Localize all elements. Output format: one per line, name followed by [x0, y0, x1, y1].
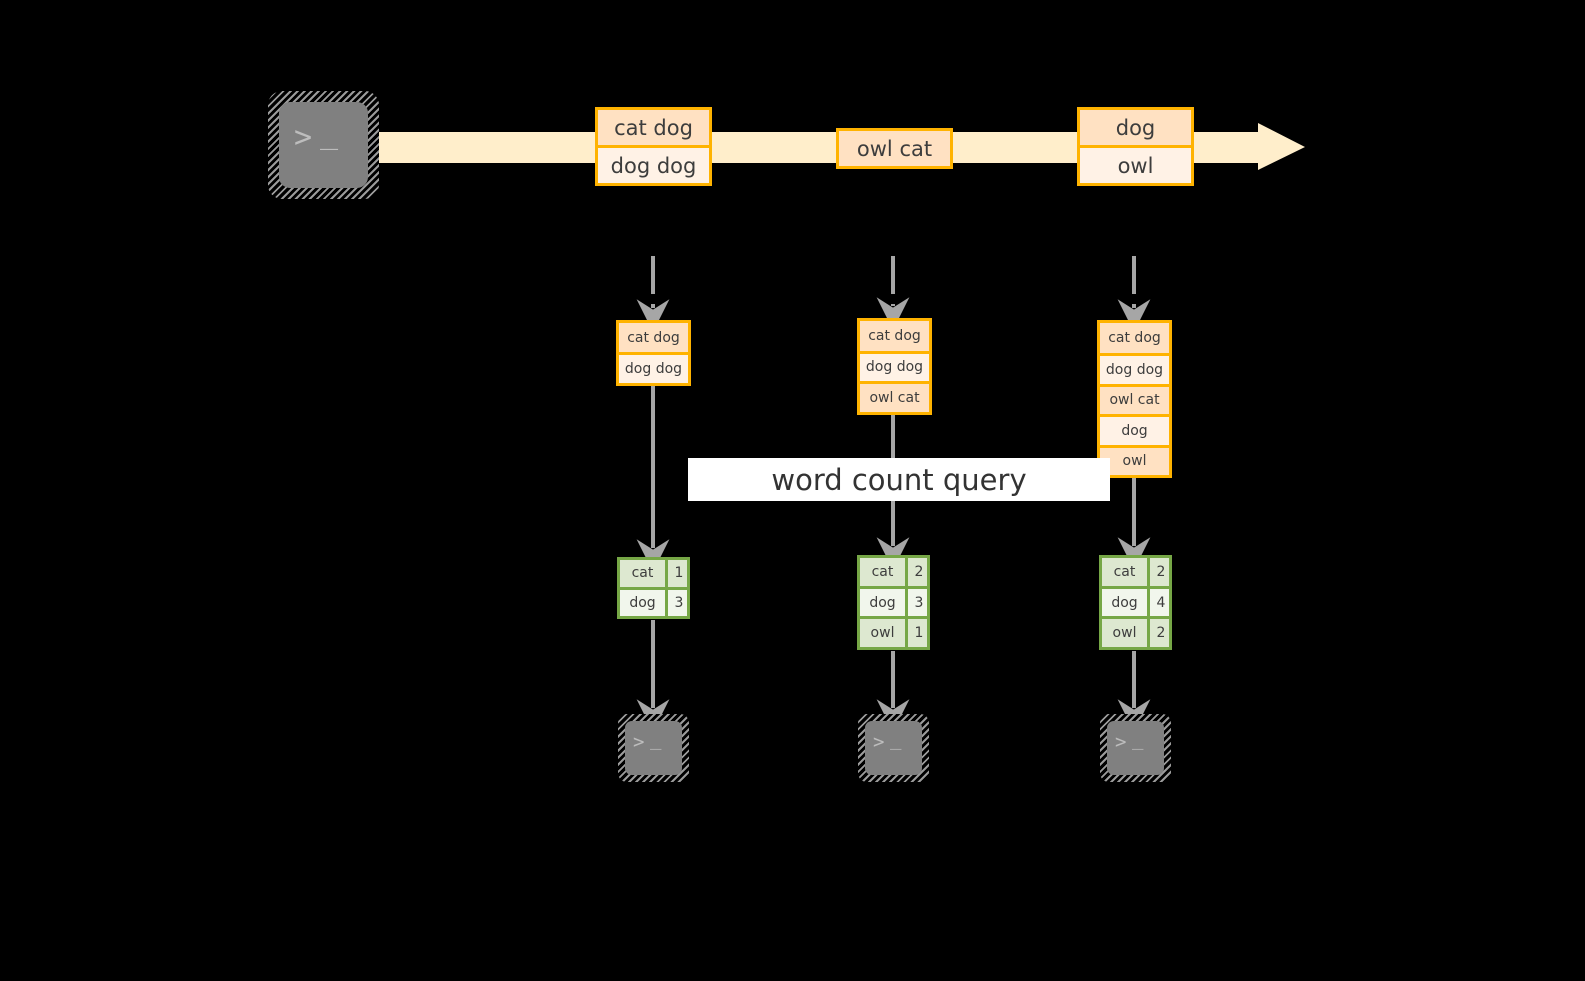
snapshot-line: dog dog	[860, 350, 929, 381]
terminal-cursor-glyph: _	[890, 728, 902, 750]
stream-arrow	[1194, 123, 1305, 170]
snapshot-3-messages[interactable]: cat dog dog dog owl cat dog owl	[1097, 320, 1172, 478]
result-table-3[interactable]: cat 2 dog 4 owl 2	[1099, 555, 1172, 650]
table-row: dog 4	[1102, 585, 1169, 617]
terminal-cursor-glyph: _	[1132, 728, 1144, 750]
consumer-terminal-1[interactable]: > _	[618, 714, 689, 782]
snapshot-2-messages[interactable]: cat dog dog dog owl cat	[857, 318, 932, 415]
snapshot-1-messages[interactable]: cat dog dog dog	[616, 320, 691, 386]
table-row: dog 3	[620, 586, 687, 616]
result-word-cell: owl	[860, 619, 905, 647]
terminal-screen	[1107, 721, 1164, 775]
snapshot-line: owl cat	[1100, 383, 1169, 415]
result-word-cell: cat	[860, 558, 905, 586]
result-output-arrows	[636, 620, 1151, 732]
snapshot-line: owl	[1100, 444, 1169, 475]
stream-message-line: owl cat	[839, 131, 950, 166]
stream-message-line: cat dog	[598, 110, 709, 146]
table-row: dog 3	[860, 585, 927, 617]
result-count-cell: 3	[905, 588, 927, 617]
result-word-cell: owl	[1102, 619, 1147, 647]
snapshot-line: cat dog	[860, 321, 929, 351]
query-label-band: word count query	[688, 458, 1110, 501]
result-count-cell: 1	[665, 560, 687, 587]
stream-band	[368, 132, 1198, 163]
table-row: owl 2	[1102, 616, 1169, 647]
stream-message-1[interactable]: cat dog dog dog	[595, 107, 712, 186]
terminal-screen	[279, 102, 368, 188]
snapshot-line: cat dog	[619, 323, 688, 353]
stream-message-3[interactable]: dog owl	[1077, 107, 1194, 186]
terminal-screen	[865, 721, 922, 775]
stream-message-line: dog dog	[598, 145, 709, 183]
result-table-2[interactable]: cat 2 dog 3 owl 1	[857, 555, 930, 650]
terminal-prompt-glyph: >	[1115, 731, 1127, 753]
snapshot-line: owl cat	[860, 380, 929, 412]
snapshot-line: dog dog	[619, 352, 688, 383]
stream-message-line: owl	[1080, 145, 1191, 183]
snapshot-line: cat dog	[1100, 323, 1169, 354]
stream-message-line: dog	[1080, 110, 1191, 146]
result-count-cell: 3	[665, 589, 687, 616]
result-word-cell: cat	[620, 560, 665, 587]
terminal-prompt-glyph: >	[294, 120, 313, 155]
result-table-1[interactable]: cat 1 dog 3	[617, 557, 690, 619]
result-word-cell: dog	[620, 589, 665, 616]
table-row: cat 2	[860, 558, 927, 586]
consumer-terminal-3[interactable]: > _	[1100, 714, 1171, 782]
result-word-cell: dog	[860, 588, 905, 617]
stream-message-2[interactable]: owl cat	[836, 128, 953, 169]
result-word-cell: cat	[1102, 558, 1147, 586]
producer-terminal[interactable]: > _	[268, 91, 379, 199]
table-row: cat 2	[1102, 558, 1169, 586]
result-count-cell: 1	[905, 619, 927, 647]
terminal-prompt-glyph: >	[873, 731, 885, 753]
snapshot-feed-arrows	[636, 256, 1151, 332]
snapshot-line: dog	[1100, 414, 1169, 445]
query-label-text: word count query	[771, 462, 1027, 497]
table-row: owl 1	[860, 616, 927, 647]
result-count-cell: 2	[1147, 619, 1169, 647]
consumer-terminal-2[interactable]: > _	[858, 714, 929, 782]
table-row: cat 1	[620, 560, 687, 587]
result-count-cell: 2	[905, 558, 927, 586]
terminal-cursor-glyph: _	[650, 728, 662, 750]
result-word-cell: dog	[1102, 588, 1147, 617]
snapshot-line: dog dog	[1100, 353, 1169, 384]
terminal-screen	[625, 721, 682, 775]
terminal-prompt-glyph: >	[633, 731, 645, 753]
result-count-cell: 4	[1147, 588, 1169, 617]
result-count-cell: 2	[1147, 558, 1169, 586]
terminal-cursor-glyph: _	[320, 116, 339, 151]
